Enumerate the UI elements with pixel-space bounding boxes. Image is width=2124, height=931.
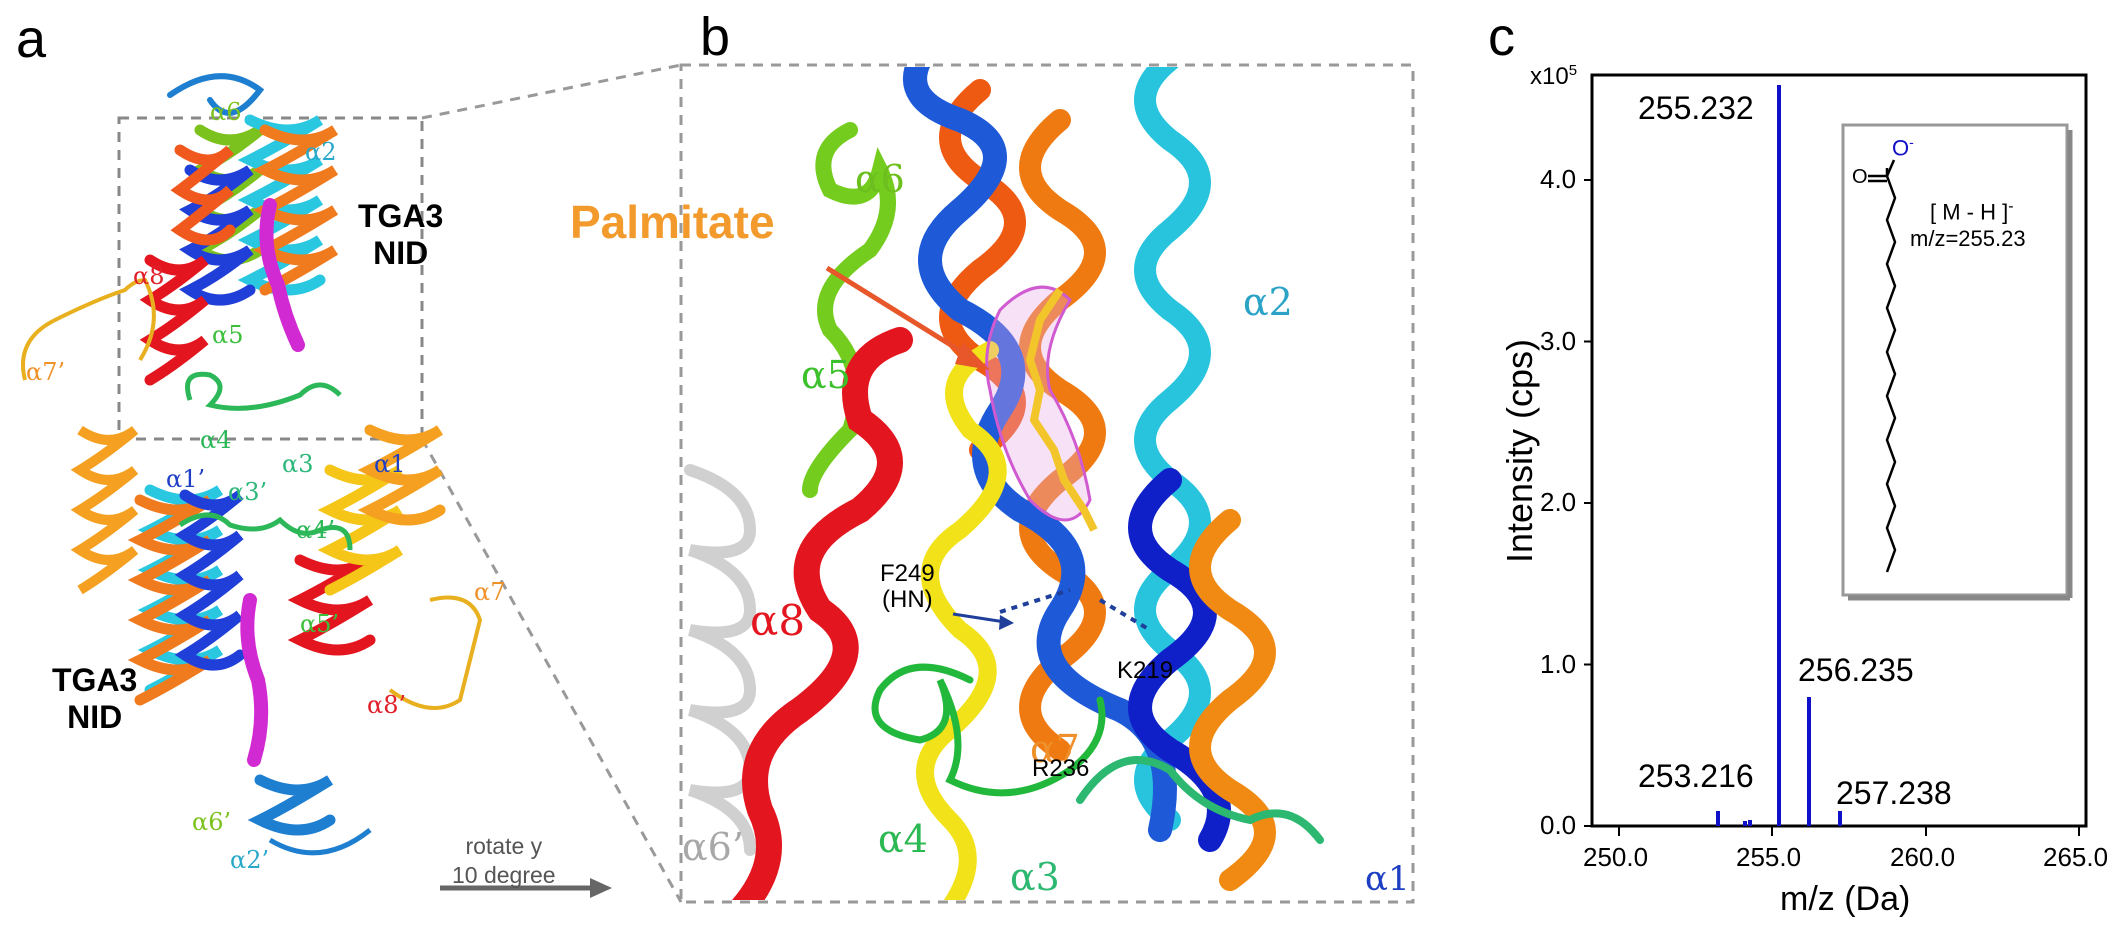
residue-label-f249: F249 (HN)	[880, 560, 935, 614]
panel-b-letter: b	[700, 7, 731, 67]
helix-label-a3: α3	[282, 450, 314, 478]
y-multiplier-exp: 5	[1568, 62, 1578, 79]
helix-label-a6: α6	[210, 98, 242, 126]
oxygen-symbol: O	[1892, 135, 1910, 161]
domain-label-line1: TGA3	[358, 198, 444, 234]
ion-charge: -	[2008, 198, 2014, 215]
helix-label-a7: α7	[474, 578, 506, 606]
x-tick-265: 265.0	[2043, 842, 2109, 872]
domain-label-upper: TGA3 NID	[358, 198, 443, 272]
helix-label-a8: α8	[133, 262, 165, 290]
structure-inset-box	[1841, 123, 2069, 597]
helix-label-a4: α4	[200, 426, 232, 454]
helix-label-a2-prime: α2’	[230, 846, 270, 874]
x-tick-260: 260.0	[1890, 842, 1956, 872]
helix-label-a7-prime: α7’	[26, 358, 66, 386]
y-tick-2: 2.0	[1540, 487, 1577, 517]
y-tick-0: 0.0	[1540, 810, 1577, 840]
residue-f249-name: F249	[880, 560, 935, 587]
helix-label-a3-prime: α3’	[228, 478, 268, 506]
panel-b-frame	[679, 63, 1415, 904]
spectrum-peaks	[1716, 85, 1842, 826]
helix-label-a2: α2	[305, 138, 337, 166]
helix-label-b-a8: α8	[750, 596, 806, 645]
helix-label-a6-prime: α6’	[192, 808, 232, 836]
helix-label-a1: α1	[374, 450, 406, 478]
domain-label-lower: TGA3 NID	[52, 662, 137, 736]
domain-label-line1: TGA3	[52, 662, 138, 698]
y-multiplier-base: x10	[1530, 63, 1569, 90]
helix-label-a5-prime: α5’	[300, 610, 340, 638]
x-tick-250: 250.0	[1583, 842, 1649, 872]
rotation-note-line1: rotate y	[465, 833, 543, 859]
helix-label-b-a2: α2	[1243, 280, 1293, 324]
residue-label-k219: K219	[1117, 657, 1174, 684]
x-axis-title: m/z (Da)	[1780, 880, 1911, 918]
helix-label-a8-prime: α8’	[367, 691, 407, 719]
y-multiplier: x105	[1530, 62, 1577, 91]
helix-label-b-a1: α1	[1365, 859, 1410, 899]
domain-label-line2: NID	[373, 234, 429, 271]
helix-label-a4-prime: α4’	[296, 516, 336, 544]
helix-label-a5: α5	[212, 321, 244, 349]
y-tick-4: 4.0	[1540, 164, 1577, 194]
peak-label-255232: 255.232	[1638, 90, 1754, 126]
peak-label-257238: 257.238	[1836, 775, 1952, 811]
y-axis-title: Intensity (cps)	[1499, 338, 1540, 564]
mz-label: m/z=255.23	[1910, 226, 2026, 251]
y-tick-3: 3.0	[1540, 326, 1577, 356]
peak-label-253216: 253.216	[1638, 758, 1754, 794]
domain-label-line2: NID	[67, 698, 123, 735]
rotation-note-line2: 10 degree	[452, 861, 556, 888]
ion-label: [ M - H ]-	[1930, 198, 2014, 225]
carbonyl-oxygen: O	[1852, 166, 1868, 188]
rotation-note: rotate y 10 degree	[452, 832, 556, 890]
residue-label-r236: R236	[1032, 755, 1090, 782]
panel-a-letter: a	[16, 9, 47, 69]
x-tick-255: 255.0	[1736, 842, 1802, 872]
y-tick-1: 1.0	[1540, 649, 1577, 679]
helix-label-b-a6-prime: α6’	[682, 825, 744, 869]
helix-label-b-a5: α5	[801, 353, 851, 397]
zoom-region-box	[117, 116, 424, 441]
ion-formula: [ M - H ]	[1930, 199, 2009, 225]
helix-label-b-a6: α6	[855, 157, 905, 201]
panel-c-letter: c	[1488, 7, 1515, 67]
helix-label-b-a3: α3	[1010, 855, 1060, 899]
helix-label-a1-prime: α1’	[166, 465, 206, 493]
peak-label-256235: 256.235	[1798, 652, 1914, 688]
residue-f249-atom: (HN)	[882, 586, 933, 614]
oxygen-charge: -	[1909, 134, 1914, 150]
palmitate-label: Palmitate	[570, 196, 775, 248]
carboxylate-oxygen-top: O-	[1892, 134, 1914, 161]
helix-label-b-a4: α4	[878, 817, 928, 861]
helix-label-b-a7: α7	[1030, 727, 1080, 771]
